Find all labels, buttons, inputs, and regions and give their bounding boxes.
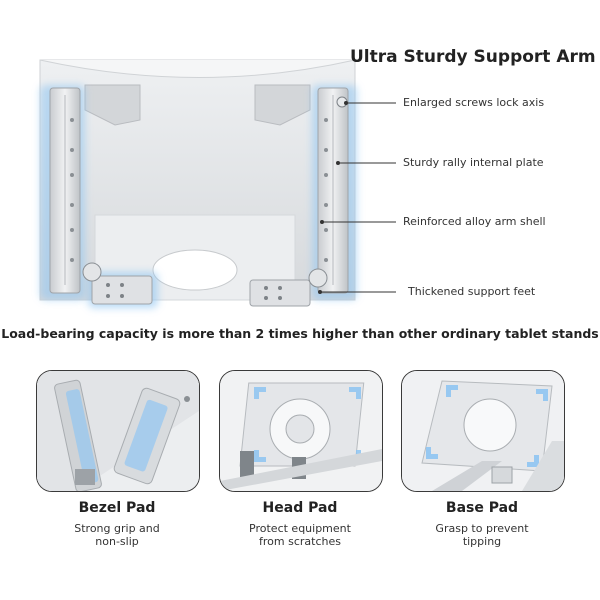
- head-pad-image-card: [219, 370, 383, 492]
- callout-support-feet: Thickened support feet: [408, 285, 536, 298]
- section-title: Ultra Sturdy Support Arm: [350, 47, 596, 67]
- bezel-pad-illustration: [37, 371, 199, 491]
- load-capacity-caption: Load-bearing capacity is more than 2 tim…: [1, 326, 599, 341]
- head-pad-desc-line1: Protect equipment: [249, 522, 351, 535]
- base-pad-description: Grasp to prevent tipping: [401, 522, 563, 548]
- bezel-pad-image-card: [36, 370, 200, 492]
- head-pad-description: Protect equipment from scratches: [219, 522, 381, 548]
- base-pad-desc-line2: tipping: [462, 535, 502, 548]
- base-pad-desc-line1: Grasp to prevent: [435, 522, 529, 535]
- head-pad-illustration: [220, 371, 382, 491]
- bezel-pad-title: Bezel Pad: [78, 500, 156, 516]
- bezel-pad-desc-line1: Strong grip and: [74, 522, 160, 535]
- callout-arm-shell: Reinforced alloy arm shell: [403, 215, 546, 228]
- head-pad-title: Head Pad: [262, 500, 338, 516]
- base-pad-title: Base Pad: [445, 500, 519, 516]
- stand-frame-graphic: [39, 59, 396, 308]
- callout-internal-plate: Sturdy rally internal plate: [403, 156, 544, 169]
- base-pad-image-card: [401, 370, 565, 492]
- callout-screws: Enlarged screws lock axis: [403, 96, 545, 109]
- base-pad-illustration: [402, 371, 564, 491]
- bezel-pad-desc-line2: non-slip: [95, 535, 139, 548]
- head-pad-desc-line2: from scratches: [259, 535, 341, 548]
- bezel-pad-description: Strong grip and non-slip: [36, 522, 198, 548]
- support-arm-illustration: [39, 59, 396, 308]
